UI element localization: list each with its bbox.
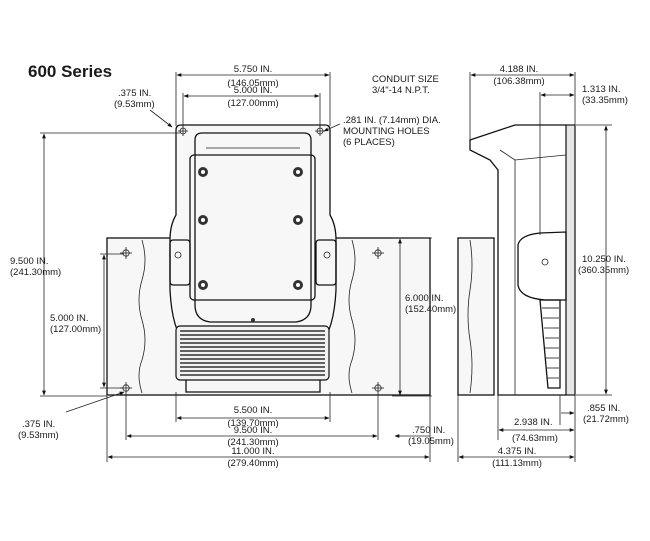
housing-mounting-hole [174,251,182,259]
front-view [40,72,432,462]
dim-label-mm: (279.40mm) [227,458,278,469]
dim-label-mm: (127.00mm) [50,324,101,335]
side-outlet [517,231,567,301]
dim-label-mm: (152.40mm) [405,304,456,315]
side-view [457,72,612,462]
dim-label-inches: .375 IN. [22,419,55,430]
dim-label-mm: (241.30mm) [227,437,278,448]
side-wall-plate [457,237,495,396]
plate-screw [198,280,208,290]
leader-375-bottom [65,391,125,413]
dim-label-inches: 11.000 IN. [231,446,274,457]
leader-mounting-holes [323,123,341,132]
dim-label-mm: (146.05mm) [227,78,278,89]
dim-label-mm: (127.00mm) [227,98,278,109]
conduit-note: 3/4"-14 N.P.T. [372,85,430,96]
plate-screw [198,167,208,177]
dim-label-mm: (74.63mm) [512,433,558,444]
holes-note: .281 IN. (7.14mm) DIA. [343,115,441,126]
dim-label-inches: 5.000 IN. [234,85,273,96]
dim-label-inches: .750 IN. [412,425,445,436]
side-grille [539,299,561,389]
dim-label-mm: (111.13mm) [492,458,542,469]
plate-break-line-left [138,239,146,394]
dim-label-inches: .855 IN. [587,403,620,414]
side-mount-surface [565,124,576,396]
sensor-icon [251,318,255,322]
plate-mounting-hole [372,247,384,259]
dim-label-inches: 10.250 IN. [582,254,626,265]
plate-screw [198,215,208,225]
dim-label-inches: 1.313 IN. [582,84,621,95]
diagram-title: 600 Series [28,62,112,81]
dim-label-mm: (241.30mm) [10,267,61,278]
dim-label-mm: (9.53mm) [18,430,59,441]
dim-label-inches: 2.938 IN. [514,417,553,428]
plate-mounting-hole [120,247,132,259]
inner-plate [189,154,316,301]
dim-label-mm: (19.05mm) [408,436,454,447]
dim-label-mm: (139.70mm) [227,418,278,429]
dim-label-mm: (9.53mm) [114,99,155,110]
dim-label-inches: 5.500 IN. [234,405,273,416]
dim-label-inches: .375 IN. [118,88,151,99]
side-screw-icon [541,258,549,266]
dim-label-mm: (360.35mm) [578,265,629,276]
air-outlet-grille [175,325,330,381]
plate-mounting-hole [372,382,384,394]
side-break-line [467,239,473,394]
plate-break-line-right [348,239,356,394]
plate-screw [293,167,303,177]
dim-label-mm: (33.35mm) [582,95,628,106]
dim-label-inches: 5.750 IN. [234,64,273,75]
housing-mounting-hole [315,126,325,136]
right-bracket [315,239,337,286]
plate-screw [293,280,303,290]
side-cover-edge [499,149,567,161]
plate-screw [293,215,303,225]
holes-note: (6 PLACES) [343,137,395,148]
side-housing-profile [469,124,566,396]
dim-label-inches: 9.500 IN. [10,256,49,267]
dim-label-mm: (21.72mm) [583,414,629,425]
dim-label-inches: 4.188 IN. [500,64,539,75]
leader-375-top [149,109,173,128]
dim-label-inches: 5.000 IN. [50,313,89,324]
dim-label-inches: 4.375 IN. [498,446,537,457]
dim-label-mm: (106.38mm) [493,76,544,87]
cover-plate [194,132,312,323]
conduit-note: CONDUIT SIZE [372,74,439,85]
dim-label-inches: 9.500 IN. [234,425,273,436]
holes-note: MOUNTING HOLES [343,126,430,137]
dim-label-inches: 6.000 IN. [405,293,444,304]
housing-mounting-hole [323,251,331,259]
housing-mounting-hole [178,126,188,136]
